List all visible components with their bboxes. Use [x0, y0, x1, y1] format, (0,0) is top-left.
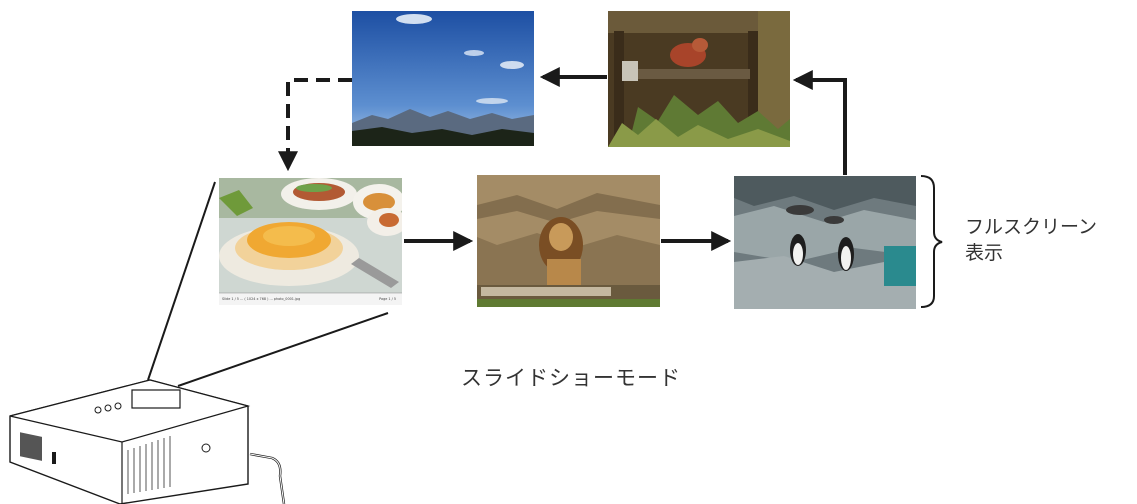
slideshow-mode-label: スライドショーモード	[461, 366, 681, 390]
food-slide-caption-right: Page 1 / 5	[379, 297, 396, 301]
projector-button	[94, 406, 102, 414]
projector-power-light	[201, 443, 211, 453]
photo-food-slide: Slide 1 / 5 ... ( 1024 x 768 ) ... photo…	[219, 178, 402, 305]
arrow-penguins-to-redpanda	[792, 70, 847, 175]
fullscreen-label-line2: 表示	[965, 242, 1004, 264]
fullscreen-label-line1: フルスクリーン	[965, 216, 1098, 238]
projector-beam-line	[177, 312, 389, 387]
projector-button	[114, 402, 122, 410]
arrow-sky-to-food-dashed	[278, 78, 352, 172]
photo-lion	[477, 175, 660, 307]
projector-cable	[249, 452, 286, 504]
photo-sky	[352, 11, 534, 146]
food-slide-caption-left: Slide 1 / 5 ... ( 1024 x 768 ) ... photo…	[222, 297, 301, 301]
projector-beam-line	[147, 181, 216, 381]
projector-illustration	[9, 379, 286, 504]
projector-lens-panel	[131, 389, 181, 409]
fullscreen-display-label: フルスクリーン 表示	[965, 214, 1097, 266]
photo-red-panda	[608, 11, 790, 147]
photo-penguins	[734, 176, 916, 309]
projector-button	[104, 404, 112, 412]
projector-vent-left	[20, 432, 42, 461]
fullscreen-brace	[920, 175, 943, 308]
projector-vent-grille	[127, 436, 171, 494]
